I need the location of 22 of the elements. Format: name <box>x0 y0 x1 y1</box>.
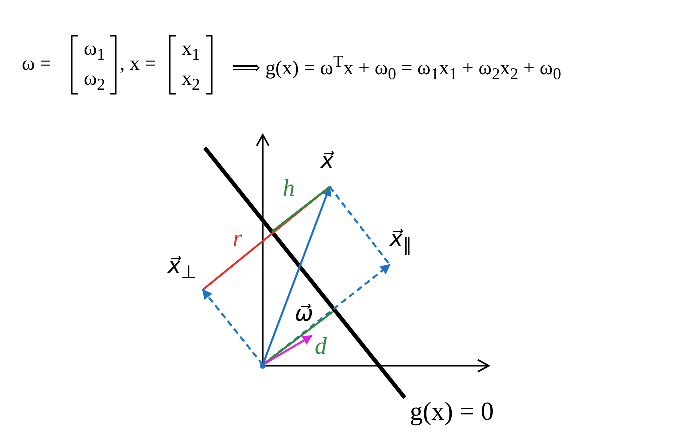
edge-label: d <box>315 334 327 360</box>
edge-label: h <box>283 176 295 202</box>
vector-label: x⃗$_{⊥}$ <box>168 254 197 279</box>
arrow <box>262 335 313 366</box>
formula-text: ω$_{1}$ <box>84 38 106 64</box>
equation-label: g(x) = 0 <box>410 398 494 427</box>
arrow <box>202 289 264 366</box>
line-segment <box>262 311 334 366</box>
formula-text: x$_{1}$ <box>182 38 200 64</box>
formula-text: , x = <box>120 53 156 75</box>
edge-label: r <box>233 226 242 252</box>
line-segment <box>329 186 391 266</box>
formula-text: ω$_{2}$ <box>84 68 106 94</box>
vector-label: x⃗ <box>321 149 334 174</box>
formula-text: ⟹ g(x) = ω$^{T}$x + ω$_{0}$ = ω$_{1}$x$_{1}$ + ω$_{2}$x$_{2}$ + ω$_{0}$ <box>232 53 562 84</box>
line-segment <box>271 186 331 233</box>
formula-text: ω = <box>22 53 52 75</box>
formula-text: x$_{2}$ <box>182 68 200 94</box>
edge-label: ω⃗ <box>295 303 314 328</box>
origin-point <box>260 363 266 369</box>
line-segment <box>202 186 331 291</box>
arrow <box>262 186 332 366</box>
